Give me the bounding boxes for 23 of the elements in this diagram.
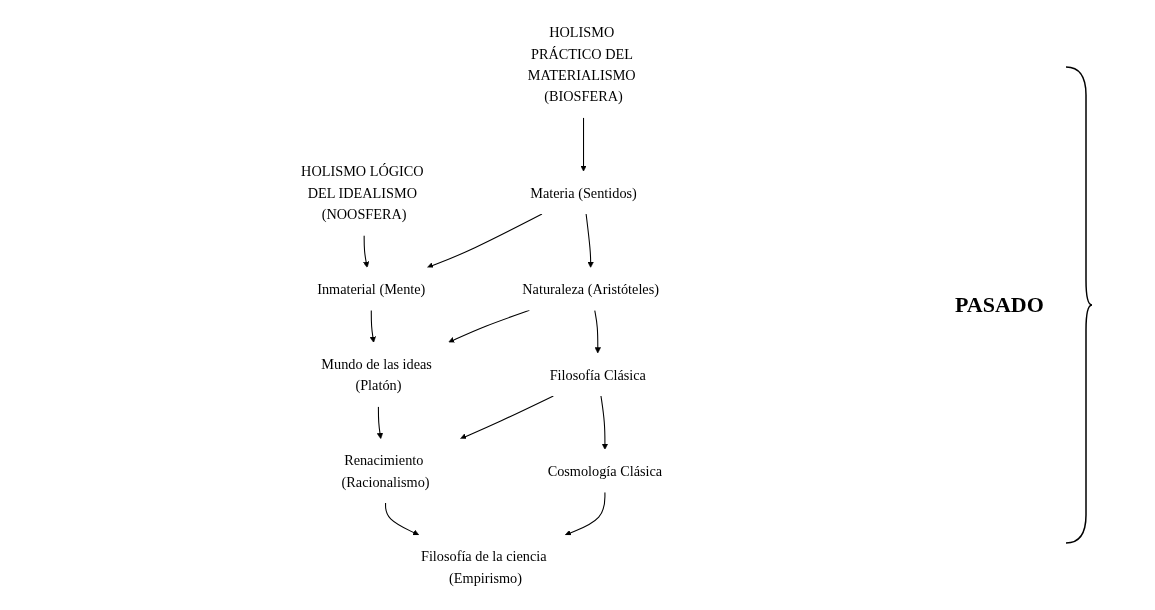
node-text: Cosmología Clásica — [547, 463, 663, 479]
node-text: Filosofía de la ciencia (Empirismo) — [420, 548, 547, 586]
arrow — [385, 502, 420, 536]
node-text: Inmaterial (Mente) — [317, 281, 426, 297]
node-text: Renacimiento (Racionalismo) — [341, 452, 430, 490]
node-text: Mundo de las ideas (Platón) — [321, 356, 432, 394]
node-text: HOLISMO PRÁCTICO DEL MATERIALISMO (BIOSFERA) — [527, 24, 636, 105]
arrow — [580, 117, 587, 172]
arrow — [369, 309, 376, 343]
arrow — [600, 395, 609, 450]
arrow — [448, 309, 530, 343]
arrow — [594, 309, 601, 354]
arrow — [363, 234, 370, 268]
arrow — [376, 406, 384, 440]
arrow — [427, 213, 543, 269]
node-text: Materia (Sentidos) — [530, 184, 637, 201]
arrow — [585, 213, 594, 268]
arrow — [564, 491, 606, 536]
arrow — [460, 395, 554, 440]
node-text: Naturaleza (Aristóteles) — [522, 281, 659, 297]
node-text: Filosofía Clásica — [549, 366, 646, 383]
period-label: PASADO — [955, 292, 1044, 318]
node-text: HOLISMO LÓGICO DEL IDEALISMO (NOOSFERA) — [301, 163, 424, 222]
